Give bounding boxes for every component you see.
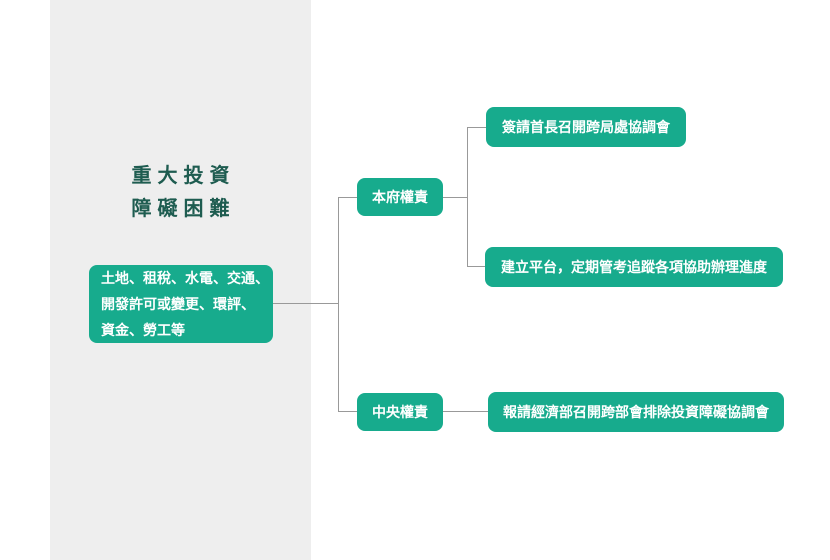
node-obstacle-types: 土地、租稅、水電、交通、 開發許可或變更、環評、 資金、勞工等: [89, 265, 273, 343]
connector-central-action1-in: [443, 411, 488, 412]
connector-city-vertical: [467, 127, 468, 267]
connector-city-action1-in: [467, 127, 486, 128]
diagram-title-line2: 障礙困難: [131, 198, 236, 220]
connector-city-in: [338, 197, 357, 198]
diagram-title-line1: 重大投資: [131, 165, 236, 187]
connector-root-out: [273, 303, 338, 304]
node-obstacle-types-line1: 土地、租稅、水電、交通、: [101, 270, 269, 286]
node-city-action-meeting: 簽請首長召開跨局處協調會: [486, 107, 686, 147]
connector-central-in: [338, 411, 357, 412]
connector-city-action2-in: [467, 266, 485, 267]
node-obstacle-types-line2: 開發許可或變更、環評、: [101, 296, 255, 312]
diagram-title: 重大投資 障礙困難: [50, 160, 311, 226]
node-city-responsibility: 本府權責: [357, 178, 443, 216]
connector-city-out: [443, 197, 467, 198]
connector-main-vertical: [338, 197, 339, 412]
node-central-action-meeting: 報請經濟部召開跨部會排除投資障礙協調會: [488, 392, 784, 432]
node-central-responsibility: 中央權責: [357, 393, 443, 431]
node-obstacle-types-line3: 資金、勞工等: [101, 322, 185, 338]
node-city-action-platform: 建立平台，定期管考追蹤各項協助辦理進度: [485, 247, 783, 287]
